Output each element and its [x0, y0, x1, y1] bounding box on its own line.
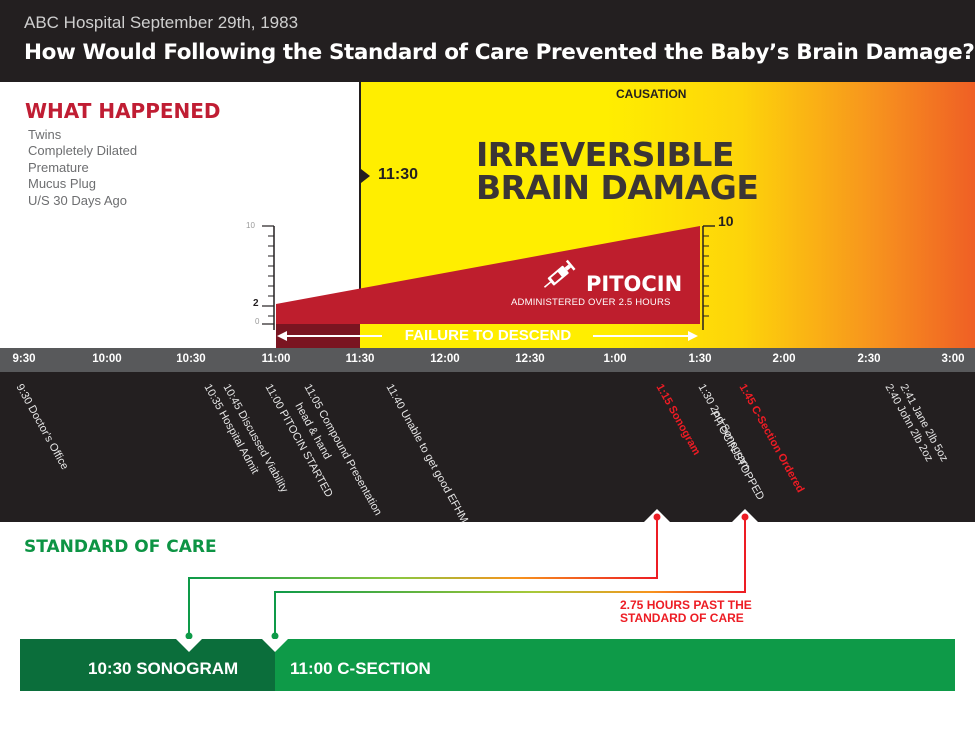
time-tick: 10:00: [92, 353, 122, 365]
failure-to-descend-bar: FAILURE TO DESCEND: [276, 324, 700, 348]
facts-list: Twins Completely Dilated Premature Mucus…: [28, 127, 137, 209]
page-title: How Would Following the Standard of Care…: [24, 40, 975, 65]
scale-min-label: 0: [255, 317, 260, 326]
time-tick: 1:00: [603, 353, 627, 365]
time-tick: 2:30: [857, 353, 881, 365]
time-tick: 2:00: [772, 353, 796, 365]
fact-item: Twins: [28, 127, 62, 142]
time-tick: 10:30: [176, 353, 206, 365]
sonogram-bar: [20, 639, 275, 691]
time-tick: 9:30: [12, 353, 36, 365]
pitocin-sublabel: ADMINISTERED OVER 2.5 HOURS: [511, 297, 671, 308]
failure-to-descend-label: FAILURE TO DESCEND: [404, 327, 572, 344]
delay-note-line-1: 2.75 HOURS PAST THE: [620, 598, 752, 612]
fact-item: U/S 30 Days Ago: [28, 192, 127, 208]
delay-note: 2.75 HOURS PAST THE STANDARD OF CARE: [620, 599, 752, 625]
headline-line-1: IRREVERSIBLE: [476, 135, 734, 174]
time-tick: 11:30: [345, 353, 375, 365]
sonogram-label: 10:30 SONOGRAM: [88, 659, 239, 678]
sonogram-connector-line: [188, 517, 658, 637]
standard-of-care-title: STANDARD OF CARE: [24, 537, 217, 557]
csection-bar: [275, 639, 955, 691]
causation-label: CAUSATION: [616, 87, 687, 101]
pitocin-label: PITOCIN: [586, 272, 683, 296]
pitocin-start-level: 2: [253, 298, 259, 309]
events-panel: [0, 372, 975, 522]
time-tick: 1:30: [688, 353, 712, 365]
causation-marker-time: 11:30: [378, 166, 419, 183]
fact-item: Premature: [28, 159, 89, 175]
causation-gradient-zone: [360, 82, 975, 348]
fact-item: Completely Dilated: [28, 143, 138, 159]
delay-note-line-2: STANDARD OF CARE: [620, 611, 744, 625]
header-bar: ABC Hospital September 29th, 1983 How Wo…: [0, 0, 975, 82]
time-tick: 11:00: [261, 353, 291, 365]
brain-damage-headline: IRREVERSIBLE BRAIN DAMAGE: [476, 135, 759, 207]
time-tick: 12:30: [515, 353, 545, 365]
fact-item: Mucus Plug: [28, 176, 96, 192]
timeline-bar: [0, 348, 975, 372]
time-tick: 3:00: [941, 353, 965, 365]
what-happened-title: WHAT HAPPENED: [25, 99, 221, 123]
headline-line-2: BRAIN DAMAGE: [476, 168, 759, 207]
causation-marker-arrow-icon: [361, 169, 370, 183]
scale-max-label: 10: [246, 221, 255, 230]
time-tick: 12:00: [430, 353, 460, 365]
pitocin-end-level: 10: [718, 213, 734, 229]
csection-label: 11:00 C-SECTION: [290, 659, 431, 678]
causation-start-line: [359, 82, 361, 300]
header-subtitle: ABC Hospital September 29th, 1983: [24, 13, 299, 32]
